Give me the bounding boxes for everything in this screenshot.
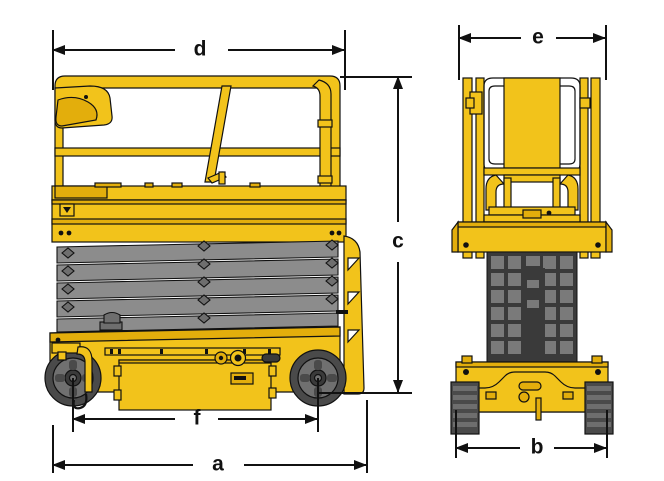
steer-linkage <box>51 342 93 393</box>
front-view <box>450 77 614 435</box>
dimension-label-e: e <box>532 26 544 49</box>
side-view <box>44 75 365 411</box>
dimension-a: a <box>52 400 368 476</box>
platform-control-box <box>54 85 113 129</box>
dimension-label-d: d <box>194 38 207 61</box>
platform-floor <box>51 182 347 243</box>
front-view-right-tire <box>584 381 614 435</box>
chassis <box>49 326 341 411</box>
platform-gate-latch <box>207 171 227 185</box>
dimension-b: b <box>455 410 608 459</box>
scissor-arms <box>56 239 339 333</box>
dimension-annotations: d a f c <box>52 25 608 476</box>
front-scissor-column <box>486 251 578 363</box>
front-view-left-tire <box>450 381 480 435</box>
front-guardrail <box>462 77 601 259</box>
dimension-c: c <box>318 76 412 394</box>
dimension-f: f <box>72 378 319 432</box>
dimension-label-a: a <box>212 453 224 476</box>
dimension-label-b: b <box>531 436 544 459</box>
ground-control-panel <box>214 349 281 385</box>
dimension-e: e <box>458 25 607 80</box>
front-platform-deck <box>451 220 613 253</box>
dimension-label-f: f <box>194 407 202 430</box>
dimension-d: d <box>52 30 346 90</box>
dimension-label-c: c <box>392 230 404 253</box>
